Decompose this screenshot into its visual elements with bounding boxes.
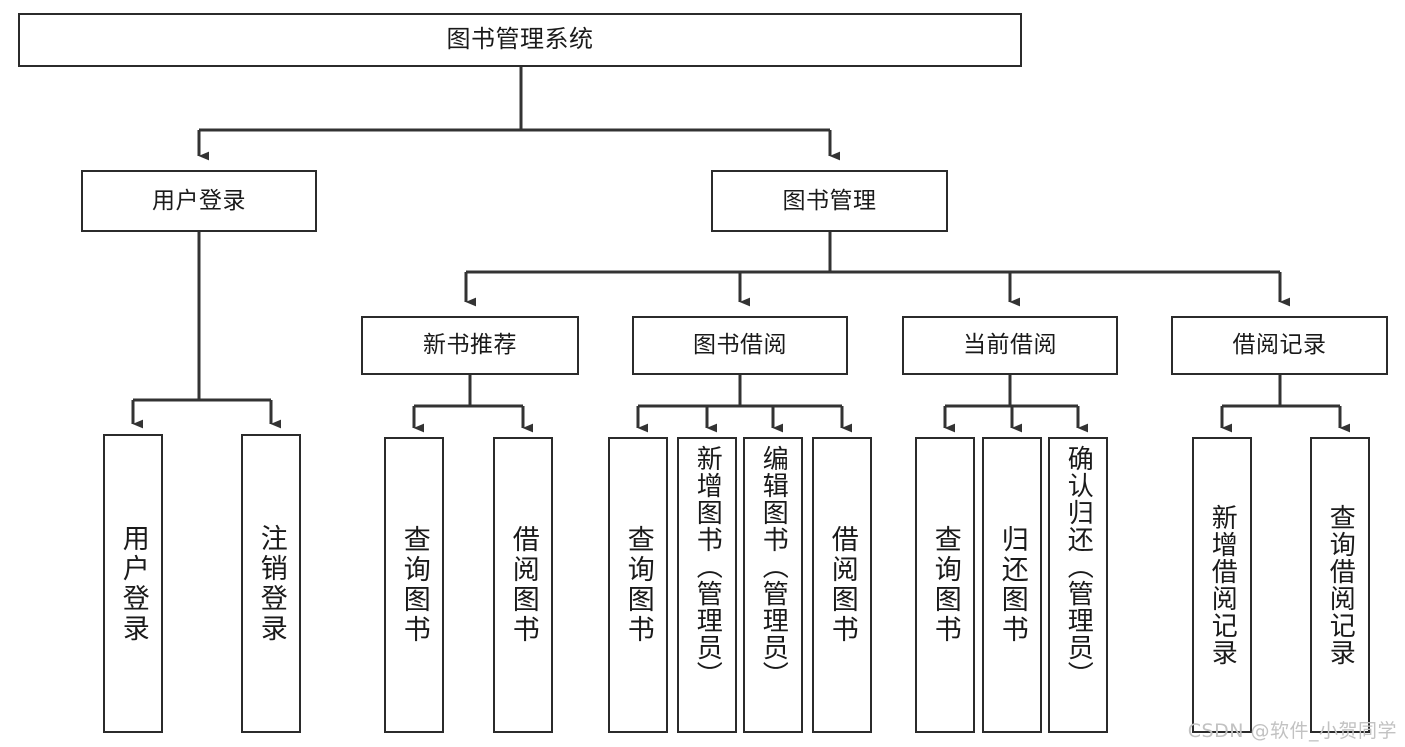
node-root-system[interactable]: 图书管理系统 [18, 13, 1022, 67]
node-leaf-confirm-return[interactable]: 确认归还（管理员） [1048, 437, 1108, 733]
node-new-book-recommend[interactable]: 新书推荐 [361, 316, 579, 375]
watermark-text: CSDN @软件_小贺同学 [1187, 720, 1397, 742]
node-label: 图书管理系统 [446, 25, 594, 54]
node-leaf-add-record[interactable]: 新增借阅记录 [1192, 437, 1252, 733]
node-label: 新增借阅记录 [1207, 504, 1238, 666]
node-leaf-query-book-2[interactable]: 查询图书 [608, 437, 668, 733]
node-label: 用户登录 [152, 187, 246, 214]
node-label: 查询图书 [929, 525, 961, 645]
node-label: 注销登录 [255, 523, 287, 644]
node-label: 图书管理 [782, 187, 877, 214]
node-leaf-return-book[interactable]: 归还图书 [982, 437, 1042, 733]
node-borrow-record[interactable]: 借阅记录 [1171, 316, 1388, 375]
node-label: 当前借阅 [963, 332, 1057, 359]
node-leaf-logout-login[interactable]: 注销登录 [241, 434, 301, 733]
node-leaf-user-login[interactable]: 用户登录 [103, 434, 163, 733]
node-label: 查询图书 [622, 525, 654, 645]
node-label: 确认归还（管理员） [1063, 445, 1094, 688]
node-label: 查询借阅记录 [1325, 504, 1356, 666]
node-user-login[interactable]: 用户登录 [81, 170, 317, 232]
node-leaf-query-record[interactable]: 查询借阅记录 [1310, 437, 1370, 733]
node-label: 新增图书（管理员） [692, 445, 723, 688]
node-book-manage[interactable]: 图书管理 [711, 170, 948, 232]
node-leaf-query-book-1[interactable]: 查询图书 [384, 437, 444, 733]
node-label: 归还图书 [996, 525, 1028, 645]
node-label: 查询图书 [398, 525, 430, 645]
node-leaf-borrow-book-2[interactable]: 借阅图书 [812, 437, 872, 733]
node-label: 新书推荐 [423, 332, 517, 359]
node-leaf-add-book[interactable]: 新增图书（管理员） [677, 437, 737, 733]
node-book-borrow[interactable]: 图书借阅 [632, 316, 848, 375]
node-leaf-edit-book[interactable]: 编辑图书（管理员） [743, 437, 803, 733]
node-label: 借阅图书 [507, 525, 539, 645]
node-current-borrow[interactable]: 当前借阅 [902, 316, 1118, 375]
node-label: 图书借阅 [693, 332, 787, 359]
node-leaf-query-book-3[interactable]: 查询图书 [915, 437, 975, 733]
node-label: 借阅记录 [1232, 332, 1327, 359]
node-leaf-borrow-book-1[interactable]: 借阅图书 [493, 437, 553, 733]
node-label: 借阅图书 [826, 525, 858, 645]
node-label: 用户登录 [117, 523, 149, 644]
node-label: 编辑图书（管理员） [758, 445, 789, 688]
